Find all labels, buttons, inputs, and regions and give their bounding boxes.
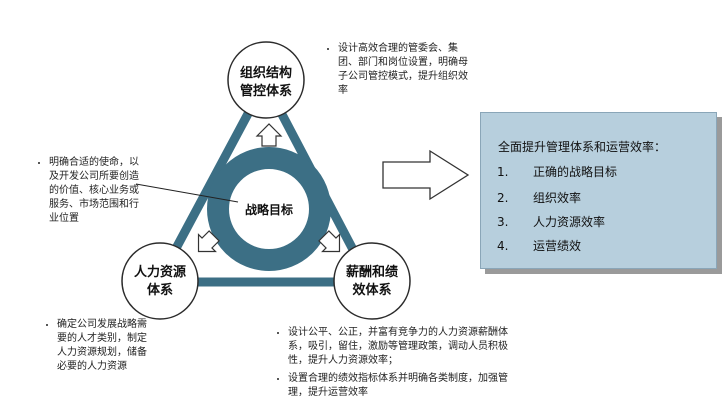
- arrow-to-hr: [197, 230, 220, 253]
- summary-item: 1. 正确的战略目标: [497, 163, 617, 180]
- node-org-line1: 组织结构: [240, 65, 292, 81]
- note-comp: 设计公平、公正，并富有竞争力的人力资源薪酬体系，吸引，留住，激励等管理政策，调动…: [276, 326, 516, 404]
- summary-item-text: 组织效率: [533, 191, 582, 205]
- node-org-structure: 组织结构 管控体系: [227, 41, 305, 119]
- summary-item-number: 1.: [497, 165, 509, 179]
- summary-title: 全面提升管理体系和运营效率：: [498, 140, 667, 154]
- arrow-to-comp: [318, 230, 341, 253]
- summary-box: 全面提升管理体系和运营效率： 1. 正确的战略目标 2. 组织效率 3. 人力资源效率…: [480, 112, 717, 269]
- note-hr-item: 确定公司发展战略需要的人才类别，制定人力资源规划，储备必要的人力资源: [57, 318, 155, 374]
- node-comp-line1: 薪酬和绩: [346, 264, 398, 280]
- node-comp-line2: 效体系: [352, 282, 391, 298]
- arrow-to-org: [255, 123, 283, 147]
- summary-item: 2. 组织效率: [497, 189, 581, 206]
- node-org-line2: 管控体系: [240, 83, 292, 99]
- node-hr-system: 人力资源 体系: [121, 242, 199, 320]
- strategy-pointer-line: [135, 183, 239, 203]
- note-org: 设计高效合理的管委会、集团、部门和岗位设置，明确母子公司管控模式，提升组织效率: [326, 42, 476, 102]
- node-hr-line1: 人力资源: [134, 264, 186, 280]
- summary-item-number: 3.: [497, 215, 509, 229]
- strategy-core: [230, 170, 308, 248]
- note-strategy: 明确合适的使命，以及开发公司所要创造的价值、核心业务或服务、市场范围和行业位置: [37, 156, 141, 230]
- note-org-item: 设计高效合理的管委会、集团、部门和岗位设置，明确母子公司管控模式，提升组织效率: [338, 42, 476, 98]
- note-comp-item-1: 设计公平、公正，并富有竞争力的人力资源薪酬体系，吸引，留住，激励等管理政策，调动…: [288, 326, 516, 368]
- note-comp-item-2: 设置合理的绩效指标体系并明确各类制度，加强管理，提升运营效率: [288, 372, 516, 400]
- strategy-ring: [207, 147, 331, 271]
- summary-item-number: 2.: [497, 191, 509, 205]
- node-hr-line2: 体系: [147, 282, 173, 298]
- summary-item: 3. 人力资源效率: [497, 213, 605, 230]
- summary-item-number: 4.: [497, 239, 509, 253]
- center-label: 战略目标: [245, 202, 293, 217]
- big-right-arrow: [382, 149, 470, 201]
- summary-item-text: 运营绩效: [533, 239, 582, 253]
- summary-item-text: 正确的战略目标: [533, 165, 618, 179]
- summary-item: 4. 运营绩效: [497, 237, 581, 254]
- summary-item-text: 人力资源效率: [533, 215, 606, 229]
- note-hr: 确定公司发展战略需要的人才类别，制定人力资源规划，储备必要的人力资源: [45, 318, 155, 378]
- node-comp-system: 薪酬和绩 效体系: [333, 242, 411, 320]
- note-strategy-item: 明确合适的使命，以及开发公司所要创造的价值、核心业务或服务、市场范围和行业位置: [49, 156, 141, 226]
